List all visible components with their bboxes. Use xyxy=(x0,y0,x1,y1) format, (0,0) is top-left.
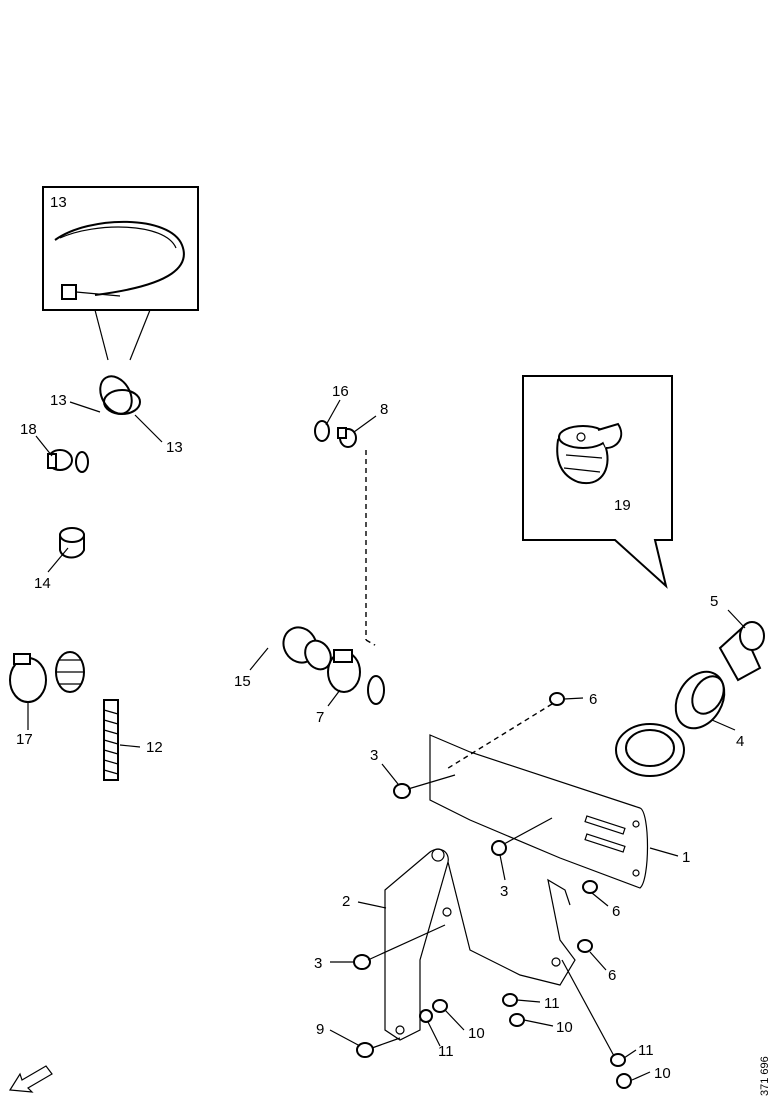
nut-6-b xyxy=(582,880,598,894)
callout-11-a: 11 xyxy=(544,995,560,1012)
clamp-18 xyxy=(47,449,73,471)
callout-14: 14 xyxy=(34,575,51,592)
ring-4 xyxy=(674,670,726,730)
front-arrow-icon xyxy=(8,1065,53,1093)
inset-cap-19 xyxy=(522,375,673,589)
callout-11-c: 11 xyxy=(638,1042,654,1059)
nut-11-c xyxy=(561,959,626,1067)
strip-12 xyxy=(103,699,119,781)
plug-14 xyxy=(59,527,85,559)
callout-18: 18 xyxy=(20,421,37,438)
nut-6-c xyxy=(577,939,593,953)
clamp-17 xyxy=(9,653,47,703)
hose-16 xyxy=(75,365,330,473)
callout-10-a: 10 xyxy=(468,1025,485,1042)
cap-5 xyxy=(718,621,765,682)
callout-1: 1 xyxy=(682,849,690,866)
callout-12: 12 xyxy=(146,739,163,756)
callout-inset-13: 13 xyxy=(50,194,67,211)
clamp-7 xyxy=(327,649,361,693)
callout-2: 2 xyxy=(342,893,350,910)
clamp-8 xyxy=(337,427,357,448)
callout-10-b: 10 xyxy=(556,1019,573,1036)
hose-15 xyxy=(55,566,332,693)
bracket-2 xyxy=(384,848,576,1041)
callout-11-b: 11 xyxy=(438,1043,454,1060)
callout-3-upper: 3 xyxy=(370,747,378,764)
nut-11-a xyxy=(502,993,518,1007)
nut-10-b xyxy=(432,999,448,1013)
callout-9: 9 xyxy=(316,1021,324,1038)
inset-clip-13 xyxy=(42,186,199,361)
callout-4: 4 xyxy=(736,733,744,750)
filler-pipe-1 xyxy=(365,643,685,889)
bolt-3-upper xyxy=(393,774,456,799)
drawing-number: 371 696 xyxy=(759,1056,771,1096)
callout-13-right: 13 xyxy=(166,439,183,456)
bolt-3-lower xyxy=(353,924,446,970)
callout-5: 5 xyxy=(710,593,718,610)
nut-10-c xyxy=(616,1073,632,1089)
nut-10-a xyxy=(509,1013,525,1027)
callout-6-lower: 6 xyxy=(608,967,616,984)
bolt-9 xyxy=(356,1037,401,1058)
bolt-3-middle xyxy=(491,817,553,856)
callout-10-c: 10 xyxy=(654,1065,671,1082)
callout-6-upper: 6 xyxy=(589,691,597,708)
callout-17: 17 xyxy=(16,731,33,748)
callout-15: 15 xyxy=(234,673,251,690)
leader-lines xyxy=(27,399,746,1081)
callout-3-lower: 3 xyxy=(314,955,322,972)
callout-19: 19 xyxy=(614,497,631,514)
nut-11-b xyxy=(419,1009,433,1023)
callout-7: 7 xyxy=(316,709,324,726)
callout-16: 16 xyxy=(332,383,349,400)
callout-8-upper: 8 xyxy=(380,401,388,418)
callout-13-left: 13 xyxy=(50,392,67,409)
callout-6-middle: 6 xyxy=(612,903,620,920)
callout-3-middle: 3 xyxy=(500,883,508,900)
